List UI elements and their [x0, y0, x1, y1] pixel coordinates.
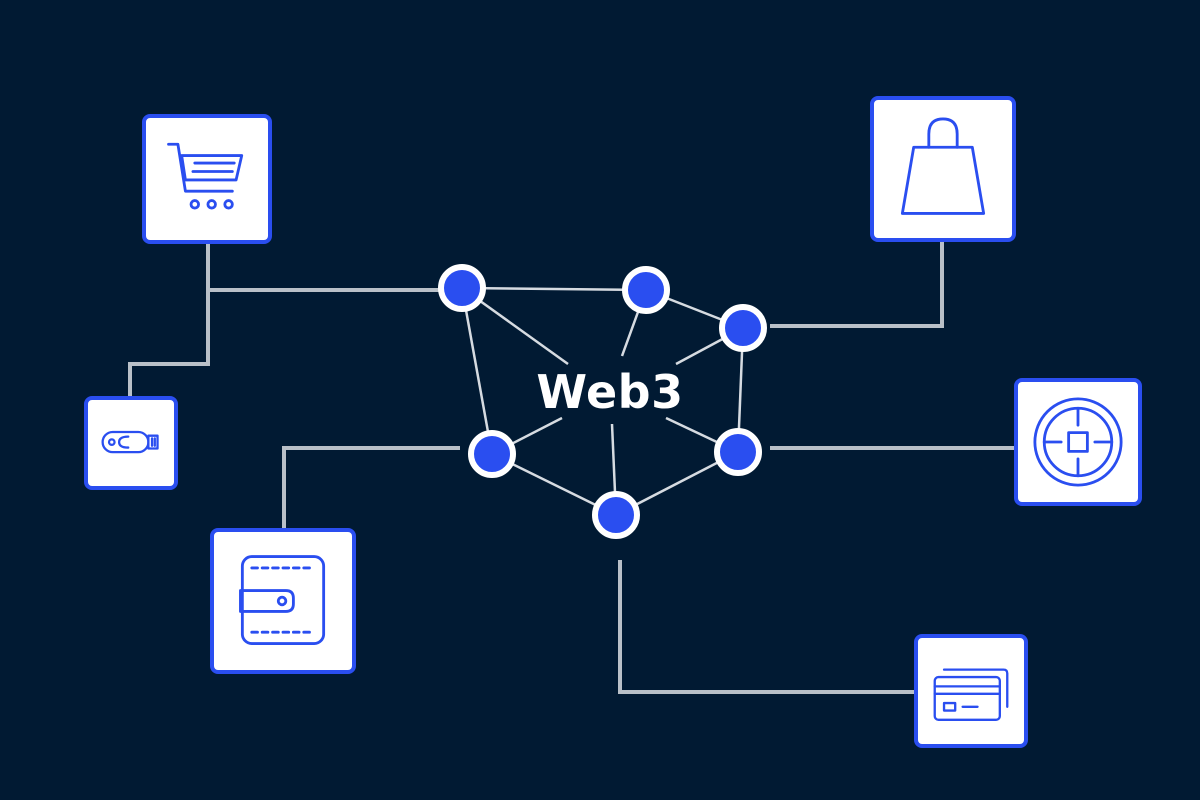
tile-usb-key: [84, 396, 178, 490]
tile-credit-cards: [914, 634, 1028, 748]
tile-shopping-bag: [870, 96, 1016, 242]
network-nodes: [438, 264, 767, 539]
tile-coin: [1014, 378, 1142, 506]
network-node: [468, 430, 516, 478]
connector-lines: [128, 240, 1018, 694]
network-node: [592, 491, 640, 539]
usb-key-icon: [101, 430, 159, 454]
shopping-bag-icon: [900, 117, 986, 215]
connector-bag: [770, 240, 944, 328]
tile-shopping-cart: [142, 114, 272, 244]
connector-wallet: [282, 446, 460, 530]
connector-cards: [618, 560, 918, 694]
wallet-icon: [239, 555, 326, 645]
coin-target-icon: [1033, 397, 1123, 487]
network-node: [438, 264, 486, 312]
network-node: [719, 304, 767, 352]
mesh-edge: [461, 286, 647, 292]
center-label: Web3: [536, 365, 684, 419]
mesh-edge: [460, 287, 494, 455]
shopping-cart-icon: [167, 142, 244, 210]
network-node: [714, 428, 762, 476]
connector-cart: [206, 240, 462, 292]
tile-wallet: [210, 528, 356, 674]
network-node: [622, 266, 670, 314]
connector-usb: [128, 290, 210, 400]
credit-card-icon: [933, 668, 1009, 721]
